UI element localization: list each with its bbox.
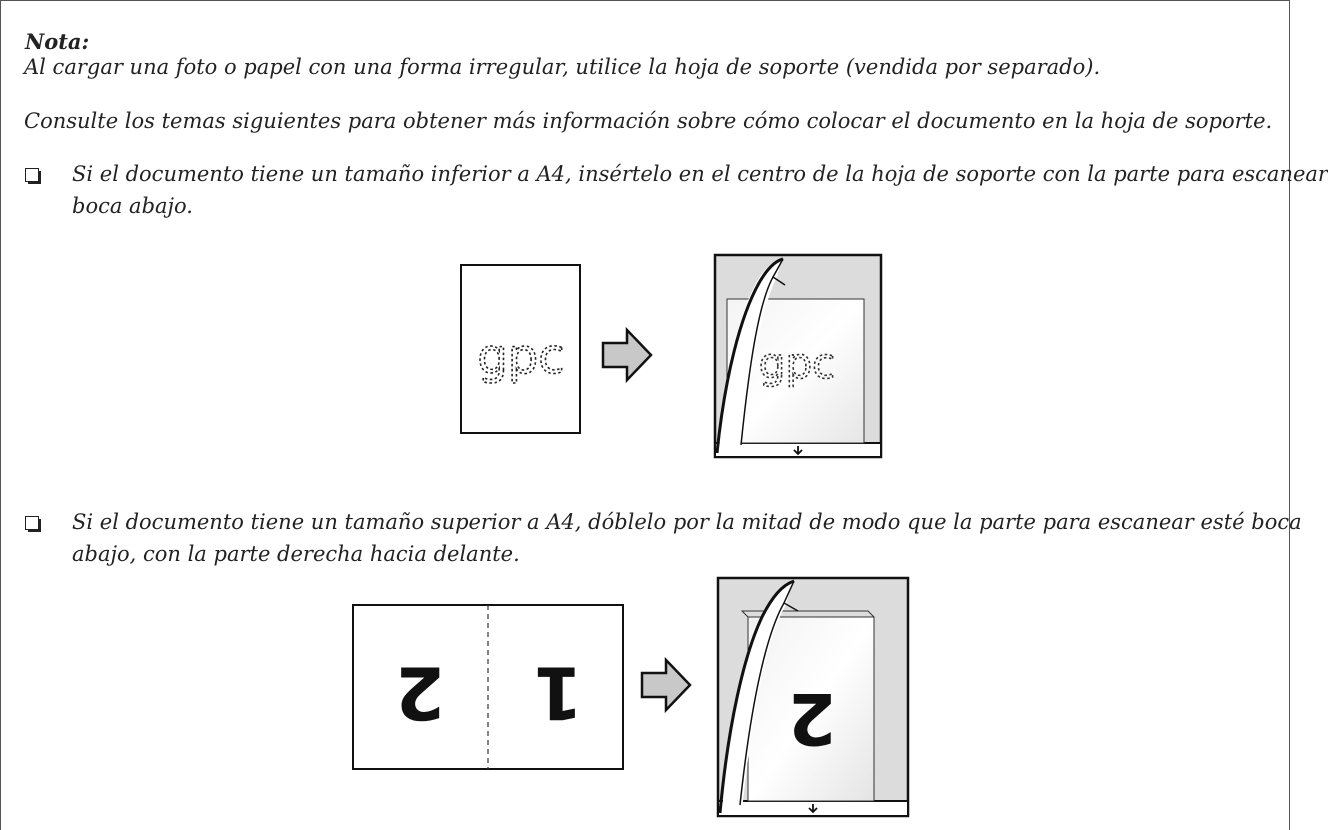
source-document: [460, 264, 581, 434]
note-line-1: Al cargar una foto o papel con una forma…: [24, 55, 1101, 79]
bullet-1-line-2: boca abajo.: [72, 194, 193, 218]
bullet-1-line-1: Si el documento tiene un tamaño inferior…: [72, 162, 1328, 186]
arrow-right-icon: [640, 656, 692, 714]
bullet-icon: [25, 168, 41, 184]
note-title: Nota:: [25, 29, 90, 54]
figure-large-document: 2 1 2: [352, 576, 910, 818]
bullet-icon: [25, 516, 41, 532]
page-1-numeral: 1: [533, 650, 583, 734]
figure-small-document: gpc gpc: [460, 253, 883, 459]
arrow-right-icon: [601, 326, 653, 384]
document-text: gpc: [477, 329, 564, 385]
note-box: [0, 0, 1290, 830]
bullet-2-line-2: abajo, con la parte derecha hacia delant…: [72, 542, 520, 566]
svg-text:2: 2: [788, 677, 837, 759]
page-2-numeral: 2: [395, 650, 445, 734]
bullet-2-line-1: Si el documento tiene un tamaño superior…: [72, 510, 1302, 534]
svg-text:gpc: gpc: [759, 339, 835, 388]
note-line-2: Consulte los temas siguientes para obten…: [24, 109, 1273, 133]
arrow-down-icon: [793, 446, 803, 456]
